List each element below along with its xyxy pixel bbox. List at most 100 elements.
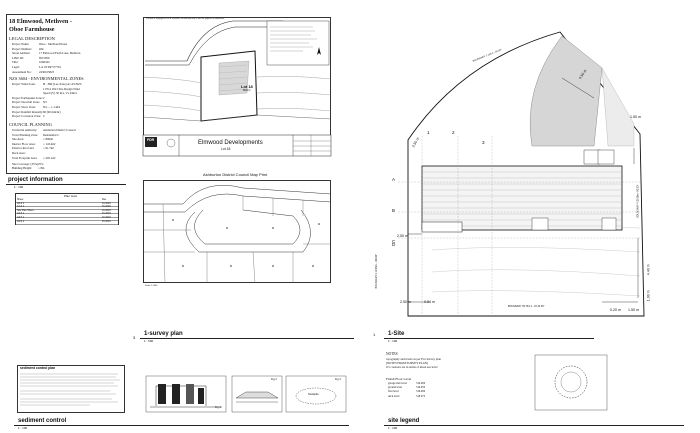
nzs-row-value: 1170.2 2021 Site Design Wind — [43, 86, 80, 91]
north-arrow-icon — [317, 47, 321, 55]
boundary-south: BOUNDARY 39.76m 4 - 97.30 00° — [508, 305, 545, 308]
plan-list-cell: Rev — [102, 198, 107, 201]
sediment-rule — [14, 425, 349, 426]
plan-list-cell: Site Plan Sheet — [17, 208, 34, 212]
survey-plan-rule — [140, 338, 354, 339]
plan-list-cell: 01 2023 — [102, 212, 111, 216]
dim-left-a: 2.50 m — [397, 234, 408, 238]
level-value: 316.050 — [416, 386, 426, 390]
legend-note: 0.5 contours are in terms of mean sea le… — [386, 365, 438, 370]
survey-plan-number: 3 — [133, 335, 136, 340]
site-plan-drawing — [398, 31, 645, 317]
council-row-value: = 800m² — [43, 137, 54, 142]
plan-list-divider — [16, 223, 118, 225]
level-name: deck level — [388, 394, 400, 398]
council-map-drawing — [143, 185, 332, 284]
plan-list-cell: 01 2023 — [102, 205, 111, 209]
project-name: Oboe Farmhouse — [9, 26, 55, 33]
plan-list-cell: 01 2023 — [102, 216, 111, 219]
grid-d: D — [392, 242, 396, 247]
nzs-row-key: Project Rainfall Intensity: — [12, 109, 43, 114]
dim-right-mid: 4.40 m — [646, 264, 651, 276]
council-map — [143, 180, 331, 283]
plan-list-title: Plan Lists — [64, 194, 78, 198]
house-footprint — [421, 165, 623, 231]
dim-bottom-c: 0.20 m — [610, 308, 621, 312]
plan-list-divider — [16, 205, 118, 207]
address-title: 18 Elmwood, Methven - — [9, 18, 72, 25]
nzs-row-key: Project Earthquake Zone: — [12, 95, 43, 100]
dim-right-low: 1.00 m — [646, 290, 651, 302]
legend-note: (NOTES FROM SURVEY PLAN) — [386, 361, 428, 366]
levels-title: Finish Floor Level — [386, 377, 412, 381]
legend-notes-title: NOTES — [386, 352, 398, 356]
level-value: 319.000 — [416, 390, 426, 394]
fig2-label: Fig 2 — [271, 378, 277, 381]
nzs-title: NZS 3604 - ENVIRONMENTAL ZONES — [9, 76, 84, 81]
sediment-scale: 1 : 100 — [18, 426, 28, 430]
legal-row-value: 8515956 — [39, 55, 50, 60]
sediment-notes-lines — [20, 373, 120, 406]
council-row-key: Deck Area: — [12, 151, 26, 155]
grid-c: C — [392, 239, 396, 244]
survey-drawing — [142, 20, 332, 157]
site-plan-title: 1-Site — [388, 331, 405, 337]
legal-row-value: 2430105823 — [39, 69, 54, 74]
project-info-rule — [6, 184, 126, 185]
sediment-box-title: sediment control plan — [20, 366, 56, 370]
grid-1: 1 — [427, 130, 430, 135]
plan-list-divider — [16, 216, 118, 218]
survey-top-note: This plan is copyright of Fox & Associat… — [146, 18, 224, 20]
nzs-row-key: Project Corrosion Zone: — [12, 114, 41, 119]
grid-a: A — [392, 177, 396, 182]
plan-list-cell: A1-0 1 — [17, 205, 25, 209]
council-row-value: = 61.7m² — [43, 146, 54, 151]
plan-list-cell: A3-0 1 — [17, 216, 25, 219]
project-info-title: project information — [8, 177, 63, 183]
survey-lot: Lot 18 — [221, 147, 231, 151]
plan-list-cell: A0-0 1 — [17, 201, 25, 205]
sediment-title: sediment control — [18, 418, 67, 424]
nzs-row-key: Project Snowfall Zone: — [12, 100, 40, 105]
sediment-notes-box — [17, 365, 125, 413]
coverage-value: 25% — [38, 162, 44, 166]
plan-list-cell: 01 2023 — [102, 201, 111, 205]
dim-top-right: 1.50 m — [630, 115, 641, 119]
site-plan-scale: 1 : 100 — [388, 339, 398, 343]
level-value: 318.072 — [416, 394, 426, 398]
legal-row-value: Oboe - Methven House — [39, 42, 68, 46]
legend-symbol — [534, 354, 608, 411]
level-value: 316.000 — [416, 382, 426, 385]
fig1-label: Fig 1 — [215, 406, 221, 409]
legal-row-key: Assessment No: — [12, 69, 32, 74]
council-row-key: Interior Floor Area: — [12, 141, 36, 146]
nzs-row-value: 60 (90 mm/hr) — [43, 109, 61, 114]
council-row-key: Total Footprint Area: — [12, 155, 38, 160]
boundary-west: BOUNDARY 2 19.94m - 180.00° — [375, 253, 379, 289]
level-name: garage slab level — [388, 382, 407, 385]
plan-list-cell: A2-0 1 — [17, 212, 25, 216]
council-row-value: = 143.4m² — [43, 141, 56, 146]
legal-row-value: ### — [39, 46, 44, 51]
legal-row-key: LINZ ID: — [12, 55, 24, 60]
council-row-key: Exterior Roof and — [12, 146, 34, 151]
legend-note: topography and levels as per Fox Survey … — [386, 357, 441, 361]
stockpile-label: Stockpile — [308, 393, 319, 396]
deck — [421, 221, 463, 233]
legend-rule — [384, 425, 684, 426]
legal-row-key: Project Number: — [12, 46, 32, 51]
plan-list-cell: 01 2023 — [102, 219, 111, 223]
survey-title-block: Elmwood Developments — [198, 140, 263, 146]
fig1-drawing — [145, 375, 227, 413]
council-row-value: Residential C — [43, 132, 60, 137]
lot-label: Lot 18 — [241, 84, 253, 89]
survey-plan-title: 1-survey plan — [144, 331, 183, 337]
fig2-drawing — [231, 375, 283, 413]
boundary-east: BOUNDARY 4 32.08m - 90.00° — [636, 184, 640, 218]
plan-list-divider — [16, 213, 118, 214]
nzs-row-value: H - Hill (Lee Zone) Ac AS/NZS — [43, 82, 82, 86]
firm-logo — [145, 137, 157, 147]
